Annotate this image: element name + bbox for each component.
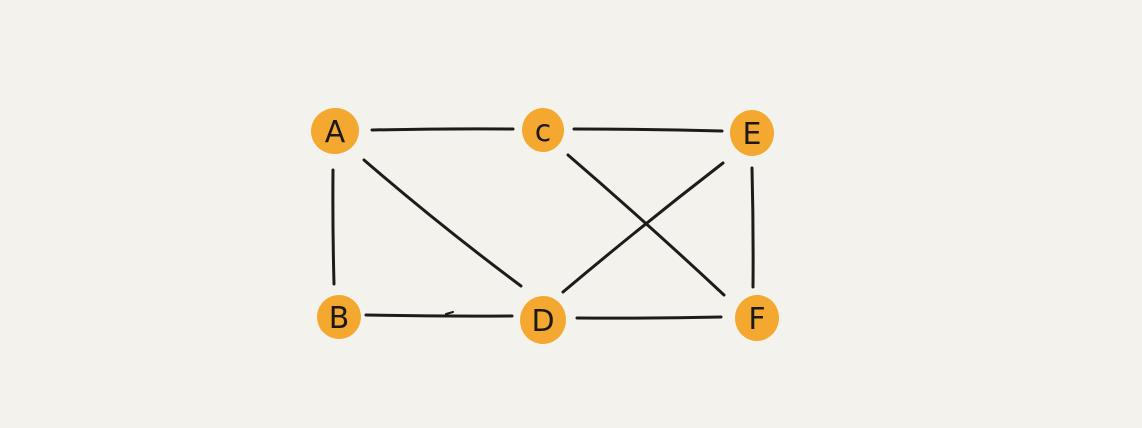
node-E: E <box>729 110 775 156</box>
node-A-label: A <box>325 115 346 150</box>
node-B-circle <box>317 295 361 339</box>
node-B: B <box>317 295 361 339</box>
node-A: A <box>311 107 359 155</box>
node-C-circle <box>521 108 565 152</box>
edge-A-D <box>362 158 523 288</box>
edge-B-D <box>364 313 514 318</box>
node-E-circle <box>729 110 775 156</box>
node-A-circle <box>311 107 359 155</box>
node-D-circle <box>519 296 567 344</box>
edge-A-C <box>370 127 515 132</box>
edge-A-B <box>331 168 336 286</box>
node-B-label: B <box>329 301 350 336</box>
edge-E-F <box>750 166 755 289</box>
node-F: F <box>734 295 780 341</box>
stray-pen-mark <box>445 311 454 315</box>
node-D-label: D <box>531 304 554 339</box>
edge-D-F <box>575 315 723 320</box>
node-F-circle <box>734 295 780 341</box>
edge-D-E <box>561 161 725 294</box>
node-E-label: E <box>743 117 762 152</box>
edge-C-E <box>572 127 724 133</box>
node-D: D <box>519 296 567 344</box>
node-F-label: F <box>748 302 765 337</box>
node-C-label: c <box>535 114 552 149</box>
node-C: c <box>521 108 565 152</box>
